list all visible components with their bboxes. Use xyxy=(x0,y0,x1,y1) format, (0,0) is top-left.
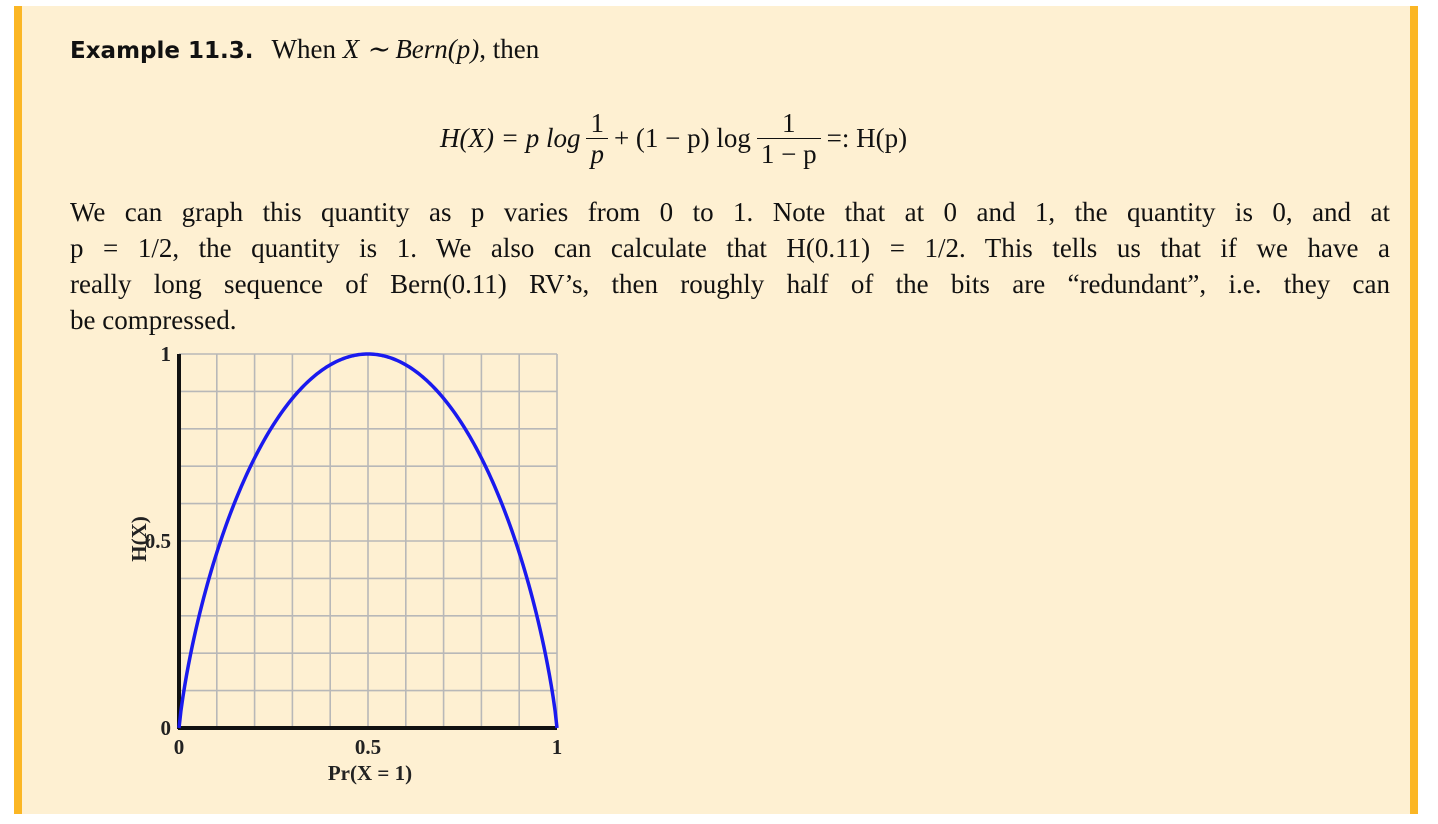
example-label: Example 11.3. xyxy=(70,38,254,64)
paragraph-line: We can graph this quantity as p varies f… xyxy=(70,197,1390,227)
y-tick-label: 0.5 xyxy=(145,529,171,553)
tick-labels: 0 0.5 1 0 0.5 1 xyxy=(145,346,563,759)
entropy-chart: 0 0.5 1 0 0.5 1 Pr(X = 1) H(X) xyxy=(127,346,563,785)
x-tick-label: 1 xyxy=(552,735,563,759)
example-box: Example 11.3. When X ∼ Bern(p), then H(X… xyxy=(14,6,1418,814)
explanation-paragraph: We can graph this quantity as p varies f… xyxy=(70,194,1390,338)
paragraph-line: be compressed. xyxy=(70,305,237,335)
bern-distribution: X ∼ Bern(p) xyxy=(342,34,480,64)
fraction-one-over-p: 1 p xyxy=(586,108,608,169)
entropy-curve xyxy=(177,352,559,729)
example-heading: Example 11.3. When X ∼ Bern(p), then xyxy=(70,34,539,65)
x-tick-label: 0.5 xyxy=(355,735,381,759)
paragraph-line: p = 1/2, the quantity is 1. We also can … xyxy=(70,233,1390,263)
fraction-one-over-one-minus-p: 1 1 − p xyxy=(756,108,821,169)
chart-axes xyxy=(177,354,557,730)
equation-lhs: H(X) = p log xyxy=(440,122,581,153)
x-axis-label: Pr(X = 1) xyxy=(328,761,412,785)
chart-grid xyxy=(178,353,558,729)
x-tick-label: 0 xyxy=(174,735,185,759)
y-tick-label: 1 xyxy=(161,346,172,366)
y-tick-label: 0 xyxy=(161,716,172,740)
example-intro: When X ∼ Bern(p), then xyxy=(271,34,540,64)
y-axis-label: H(X) xyxy=(127,516,151,562)
equation-rhs: =: H(p) xyxy=(826,122,908,153)
equation-middle: + (1 − p) log xyxy=(613,122,751,153)
entropy-equation: H(X) = p log 1 p + (1 − p) log 1 1 − p =… xyxy=(440,98,907,178)
paragraph-line: really long sequence of Bern(0.11) RV’s,… xyxy=(70,269,1390,299)
